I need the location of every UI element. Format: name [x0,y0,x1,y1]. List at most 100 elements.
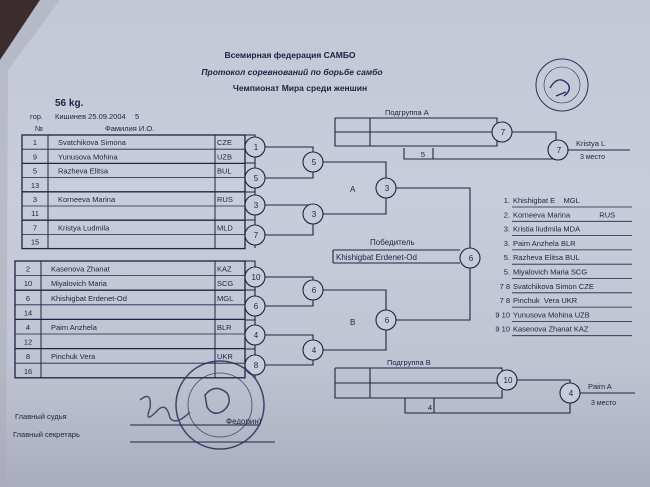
bracket-line [323,289,387,310]
bout-circle: 5 [302,151,324,173]
bout-winner-number: 4 [254,331,259,340]
bout-circle: 6 [302,279,324,301]
result-athlete: Yunusova Mohina UZB [513,310,590,319]
result-athlete: Korneeva Marina RUS [513,210,615,219]
athlete-name: Razheva Elitsa [58,167,109,176]
athlete-country: CZE [217,138,232,147]
participant-row: 7 Kristya Ludmila MLD [33,223,234,232]
bout-circle: 5 [244,167,266,189]
bracket-line [396,187,471,248]
chief-judge-label: Главный судья [15,412,67,421]
bracket-line [265,360,314,366]
result-place: 2. [504,210,510,219]
bout-winner-number: 6 [312,286,317,295]
athlete-country: RUS [217,195,233,204]
bracket-line [265,204,314,206]
result-place: 7 8 [500,282,510,291]
result-place: 5. [504,253,510,262]
bout-circle: 3 [244,194,266,216]
bout-circle: 6 [244,295,266,317]
bout-winner-number: 7 [557,146,562,155]
group-a-label: A [350,185,356,194]
draw-number: 16 [24,367,32,376]
draw-number: 12 [24,338,32,347]
bracket-line [323,161,387,178]
athlete-country: MGL [217,294,233,303]
bracket-line [265,172,314,179]
draw-number: 14 [24,308,32,317]
bracket-line [396,268,471,321]
draw-number: 1 [33,138,37,147]
city-date: Кишинев 25.09.2004 [55,112,126,121]
federation-logo [535,58,589,112]
day-number: 5 [135,112,139,121]
athlete-name: Pinchuk Vera [51,352,96,361]
result-place: 1. [504,196,510,205]
bracket-line [323,198,387,215]
bout-winner-number: 5 [254,174,259,183]
bout-winner-number: 6 [469,254,474,263]
subgroup-a-box [334,117,498,147]
result-place: 3. [504,239,510,248]
draw-number: 5 [33,167,37,176]
bout-circle: 4 [244,324,266,346]
bracket-line [265,224,314,236]
result-athlete: Paim Anzhela BLR [513,239,576,248]
name-column-label: Фамилия И.О. [105,124,154,133]
bout-circle: 3 [302,203,324,225]
draw-number: 8 [26,352,30,361]
result-item: 3.Kristia liudmila MDA [504,225,632,237]
federation-title: Всемирная федерация САМБО [224,50,355,60]
bout-winner-number: 5 [312,158,317,167]
subgroup-b-repechage [404,379,571,414]
athlete-country: MLD [217,223,233,232]
final-circle: 6 [459,247,481,269]
bracket-line [265,276,314,280]
athlete-name: Kristya Ludmila [58,223,110,232]
bout-winner-number: 4 [312,346,317,355]
athlete-country: SCG [217,279,233,288]
participant-row: 15 [31,238,39,247]
result-athlete: Miyalovich Maria SCG [513,268,587,277]
result-athlete: Pinchuk Vera UKR [513,296,578,305]
athlete-name: Kasenova Zhanat [51,265,111,274]
draw-number: 6 [26,294,30,303]
result-athlete: Kasenova Zhanat KAZ [513,325,589,334]
bracket-line [323,330,387,351]
result-place: 9 10 [495,310,510,319]
athlete-country: KAZ [217,265,232,274]
group-b-label: B [350,318,355,327]
draw-number: 3 [33,195,37,204]
bout-circle: 1 [244,136,266,158]
draw-number: 15 [31,238,39,247]
athlete-country: BLR [217,323,232,332]
subgroup-b-third-name: Paim A [588,382,612,391]
subgroup-a-loser: 5 [421,150,425,159]
draw-number: 7 [33,223,37,232]
group-a-final-circle: 3 [375,177,397,199]
participant-row: 14 [24,308,32,317]
participant-row: 12 [24,338,32,347]
result-athlete: Razheva Elitsa BUL [513,253,580,262]
bout-winner-number: 3 [254,201,259,210]
bracket-line [265,334,314,340]
result-place: 3. [504,225,510,234]
subgroup-a-label: Подгруппа A [385,108,429,117]
subgroup-a-third-name: Kristya L [576,139,605,148]
participant-row: 16 [24,367,32,376]
bout-circle: 7 [244,224,266,246]
subgroup-b-box [334,367,503,399]
athlete-country: UZB [217,152,232,161]
bout-winner-number: 10 [252,273,261,282]
bout-winner-number: 6 [385,316,390,325]
